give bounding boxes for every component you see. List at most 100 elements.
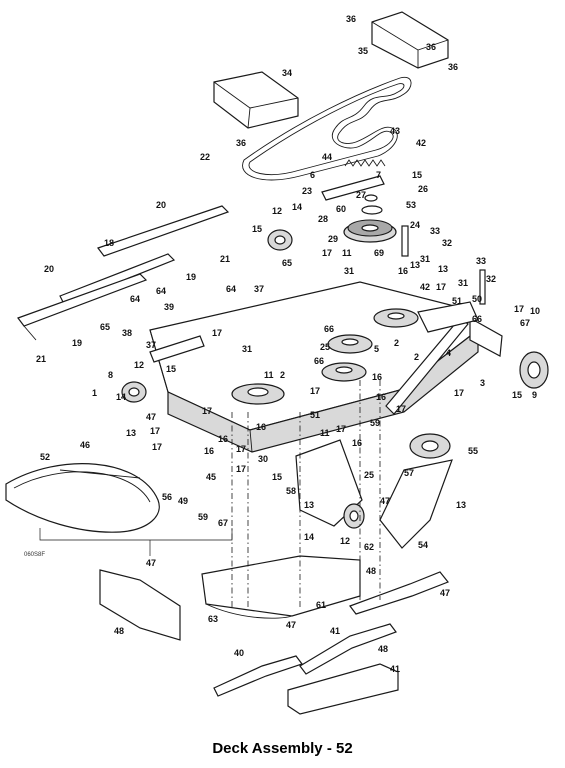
anti-scalp-roller-left [121, 381, 147, 403]
callout: 15 [252, 224, 262, 234]
callout: 14 [292, 202, 302, 212]
callout: 28 [318, 214, 328, 224]
callout: 24 [410, 220, 420, 230]
left-shield-bar-upper [59, 205, 230, 305]
callout: 2 [414, 352, 419, 362]
callout: 36 [426, 42, 436, 52]
callout: 17 [514, 304, 524, 314]
callout: 16 [256, 422, 266, 432]
callout: 17 [152, 442, 162, 452]
idler-pulley-assembly [343, 194, 397, 243]
callout: 17 [396, 404, 406, 414]
spindle-pulley-left [231, 383, 285, 405]
callout: 13 [438, 264, 448, 274]
drive-belt [242, 76, 412, 181]
callout: 21 [36, 354, 46, 364]
callout: 30 [258, 454, 268, 464]
callout: 16 [218, 434, 228, 444]
callout: 62 [364, 542, 374, 552]
rear-wheel-bracket [417, 301, 503, 357]
callout: 17 [236, 464, 246, 474]
mower-blade-center [299, 623, 397, 675]
callout: 17 [212, 328, 222, 338]
callout: 41 [390, 664, 400, 674]
callout: 19 [72, 338, 82, 348]
callout: 10 [530, 306, 540, 316]
callout: 51 [310, 410, 320, 420]
callout: 42 [420, 282, 430, 292]
callout: 58 [286, 486, 296, 496]
callout: 42 [416, 138, 426, 148]
callout: 4 [446, 348, 451, 358]
callout: 31 [344, 266, 354, 276]
callout: 8 [108, 370, 113, 380]
alignment-lines [231, 380, 381, 610]
callout: 16 [376, 392, 386, 402]
callout: 23 [302, 186, 312, 196]
callout: 40 [234, 648, 244, 658]
callout: 59 [370, 418, 380, 428]
callout: 15 [166, 364, 176, 374]
gauge-wheel-upper [267, 229, 293, 251]
callout: 47 [286, 620, 296, 630]
idler-arm [321, 175, 385, 201]
callout: 31 [242, 344, 252, 354]
left-shield-bar-lower [17, 273, 148, 341]
callout: 18 [104, 238, 114, 248]
callout: 55 [468, 446, 478, 456]
callout: 59 [198, 512, 208, 522]
callout: 65 [282, 258, 292, 268]
callout: 16 [204, 446, 214, 456]
callout: 43 [390, 126, 400, 136]
callout: 48 [366, 566, 376, 576]
caster-wheel-right [519, 351, 549, 389]
callout: 2 [394, 338, 399, 348]
callout: 66 [314, 356, 324, 366]
blade-mount-plate [287, 663, 399, 715]
callout: 64 [226, 284, 236, 294]
callout: 12 [134, 360, 144, 370]
callout: 11 [264, 370, 274, 380]
callout: 22 [200, 152, 210, 162]
callout: 11 [342, 248, 352, 258]
callout: 36 [448, 62, 458, 72]
callout: 27 [356, 190, 366, 200]
callout: 37 [146, 340, 156, 350]
discharge-chute [5, 463, 160, 533]
callout: 48 [378, 644, 388, 654]
callout: 31 [458, 278, 468, 288]
callout: 60 [336, 204, 346, 214]
callout: 17 [322, 248, 332, 258]
callout: 53 [406, 200, 416, 210]
spindle-shaft [401, 225, 486, 305]
callout: 13 [456, 500, 466, 510]
callout: 20 [44, 264, 54, 274]
left-deck-shield [99, 569, 181, 641]
callout: 47 [146, 558, 156, 568]
callout: 15 [412, 170, 422, 180]
callout: 50 [472, 294, 482, 304]
callout: 38 [122, 328, 132, 338]
callout: 46 [80, 440, 90, 450]
callout: 17 [436, 282, 446, 292]
callout: 17 [202, 406, 212, 416]
callout: 20 [156, 200, 166, 210]
callout: 5 [374, 344, 379, 354]
callout: 63 [208, 614, 218, 624]
callout: 45 [206, 472, 216, 482]
callout: 37 [254, 284, 264, 294]
callout: 56 [162, 492, 172, 502]
callout: 13 [304, 500, 314, 510]
callout: 25 [364, 470, 374, 480]
callout: 17 [150, 426, 160, 436]
callout: 21 [220, 254, 230, 264]
page-caption: Deck Assembly - 52 [212, 740, 353, 757]
callout: 47 [146, 412, 156, 422]
callout: 13 [126, 428, 136, 438]
callout: 15 [272, 472, 282, 482]
rear-roller-mount [295, 439, 365, 529]
deck-front-baffle [149, 335, 205, 363]
callout: 13 [410, 260, 420, 270]
callout: 36 [346, 14, 356, 24]
